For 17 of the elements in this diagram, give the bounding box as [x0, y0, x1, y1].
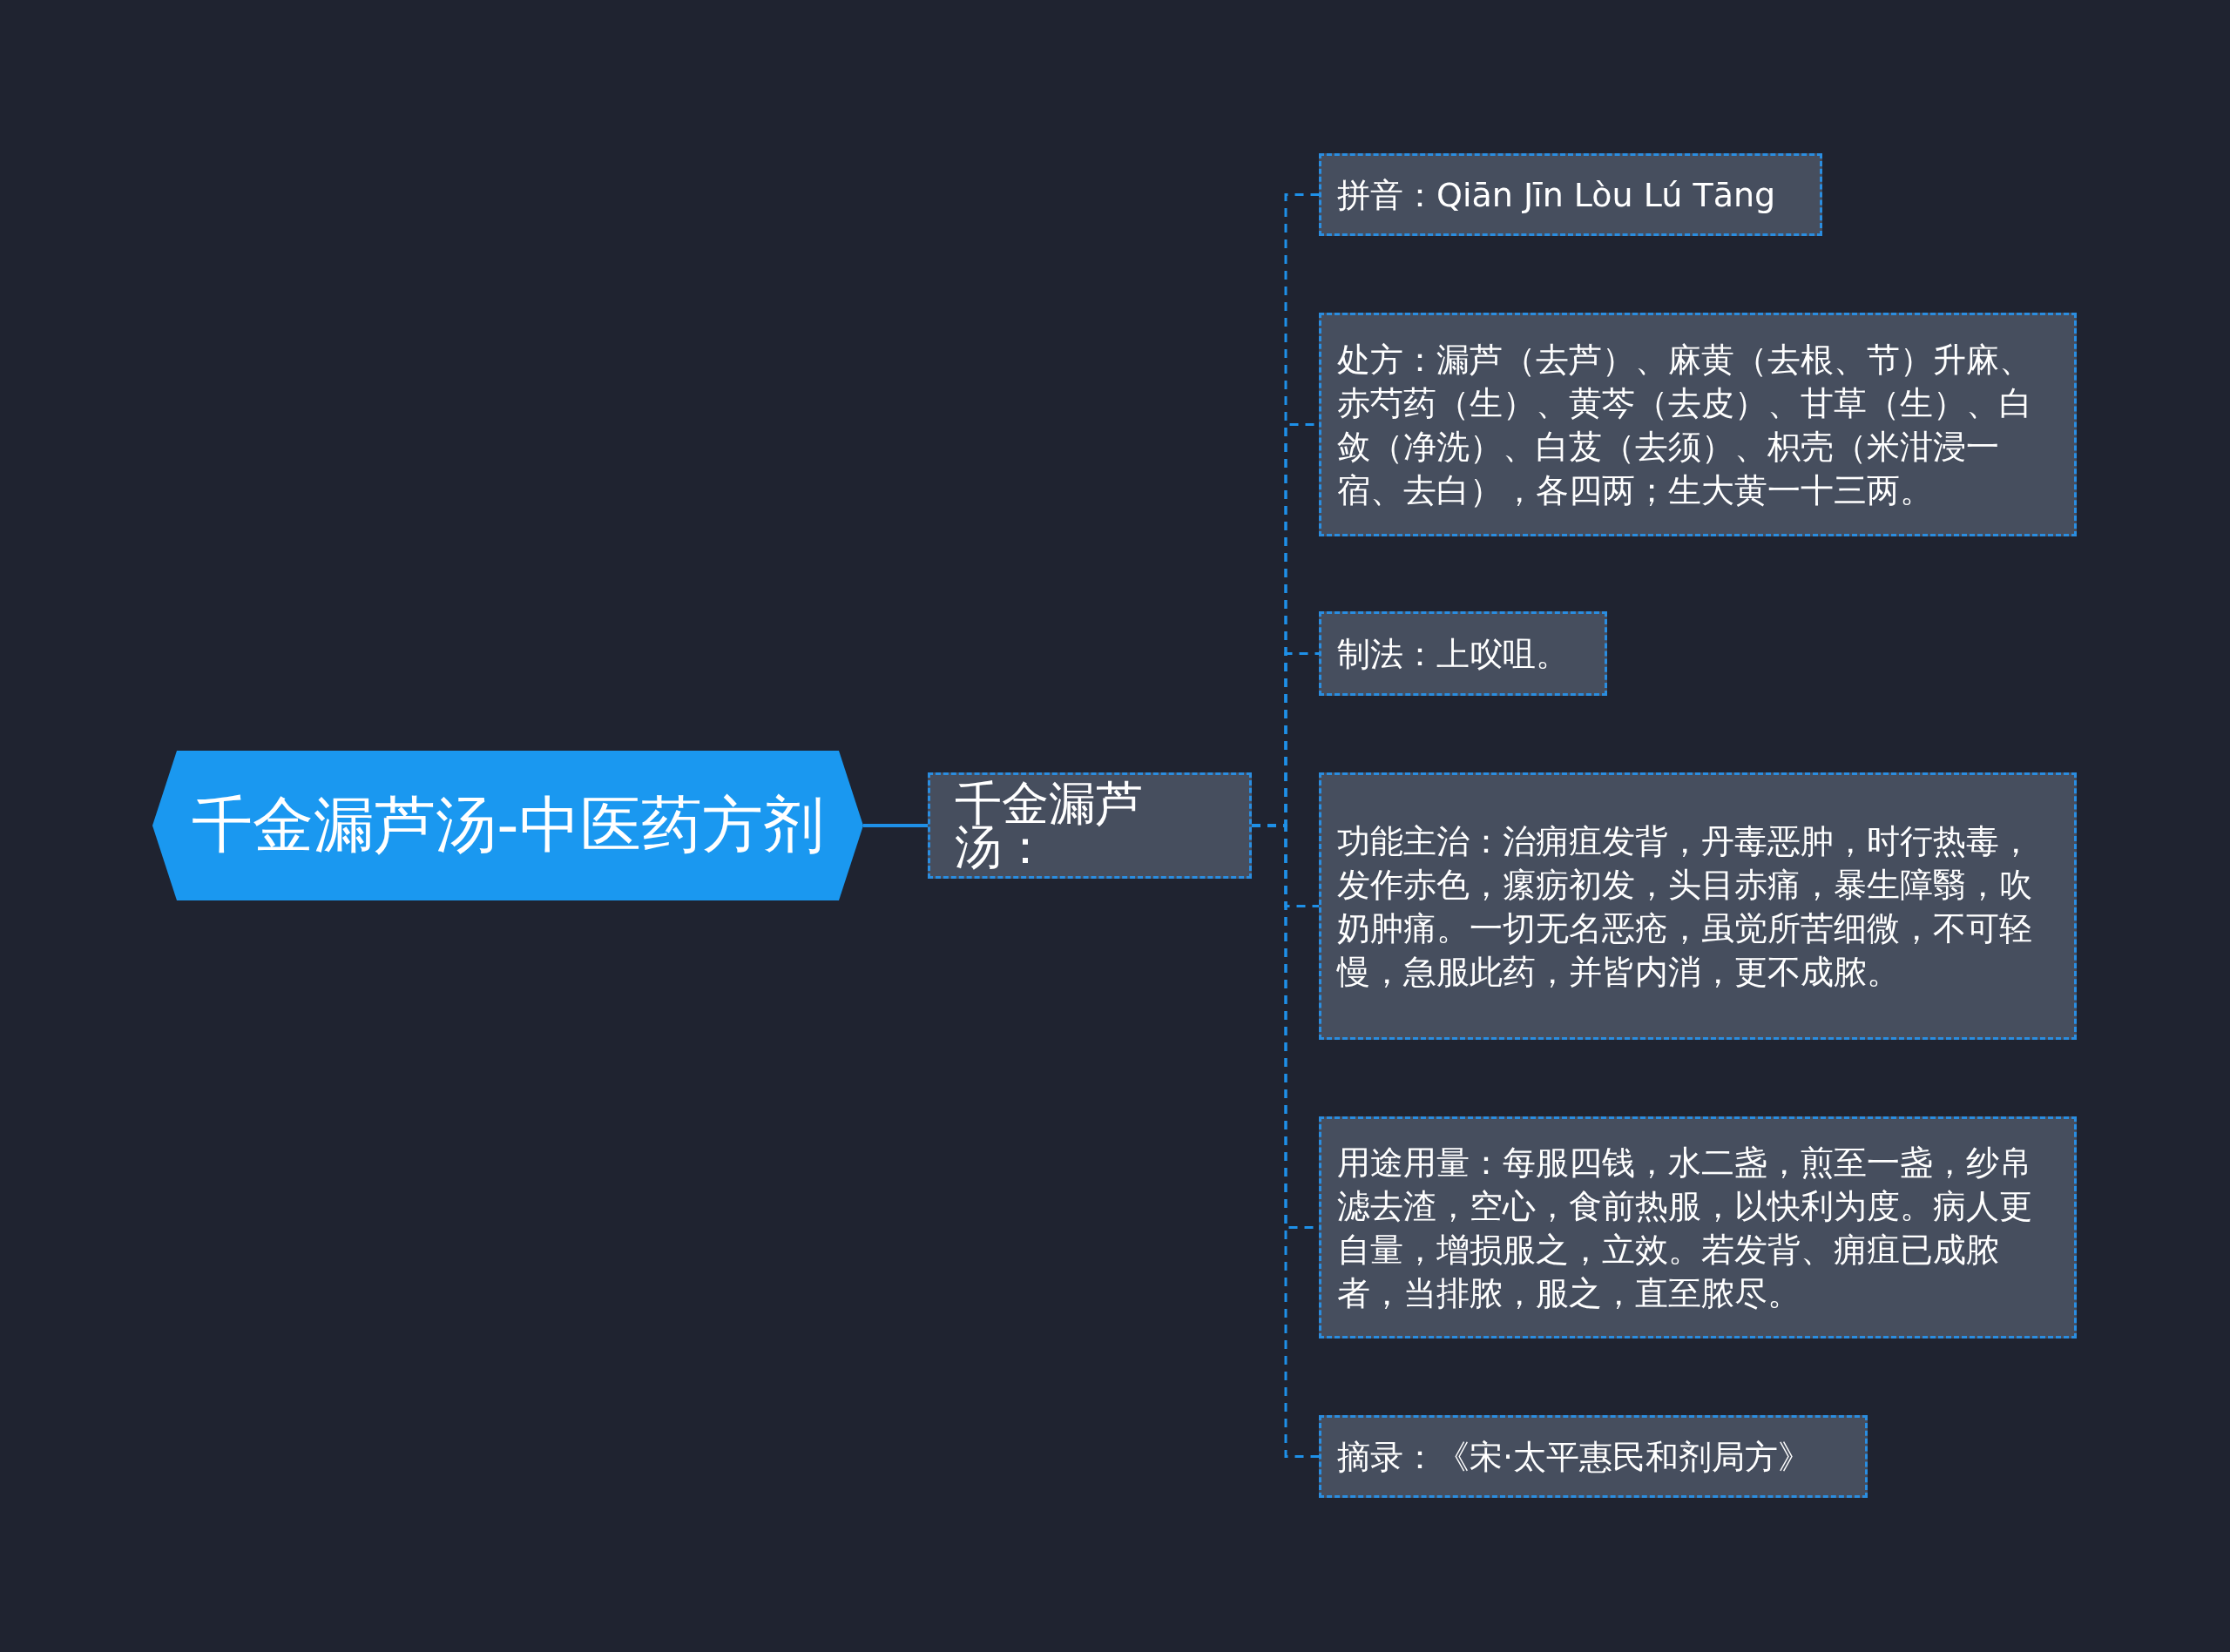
detail-box: [1319, 1116, 2077, 1338]
detail-box: [1319, 611, 1607, 696]
detail-text: 处方：漏芦（去芦）、麻黄（去根、节）升麻、赤芍药（生）、黄芩（去皮）、甘草（生）、白敛（净洗）、白芨（去须）、枳壳（米泔浸一宿、去白），各四两；生大黄一十三两。: [1337, 339, 2033, 511]
detail-text: 拼音：Qiān Jīn Lòu Lú Tāng: [1337, 174, 1776, 216]
detail-box: [1319, 772, 2077, 1040]
detail-text: 摘录：《宋·太平惠民和剂局方》: [1337, 1436, 1812, 1478]
detail-box: [1319, 153, 1822, 236]
detail-text: 用途用量：每服四钱，水二盏，煎至一盏，纱帛滤去渣，空心，食前热服，以快利为度。病人更自量，增损服之，立效。若发背、痈疽已成脓者，当排脓，服之，直至脓尽。: [1337, 1142, 2033, 1314]
detail-box: [1319, 1415, 1868, 1498]
detail-text: 功能主治：治痈疽发背，丹毒恶肿，时行热毒，发作赤色，瘰疬初发，头目赤痛，暴生障翳，吹奶肿痛。一切无名恶疮，虽觉所苦细微，不可轻慢，急服此药，并皆内消，更不成脓。: [1337, 820, 2033, 993]
branch-label: 千金漏芦汤：: [955, 782, 1144, 869]
detail-box: [1319, 313, 2077, 536]
central-topic-hexagon: [152, 751, 863, 900]
connector-line: [863, 824, 928, 827]
branch-box: [928, 772, 1252, 879]
detail-text: 制法：上㕮咀。: [1337, 633, 1569, 675]
topic-title: 千金漏芦汤-中医药方剂: [192, 788, 824, 862]
